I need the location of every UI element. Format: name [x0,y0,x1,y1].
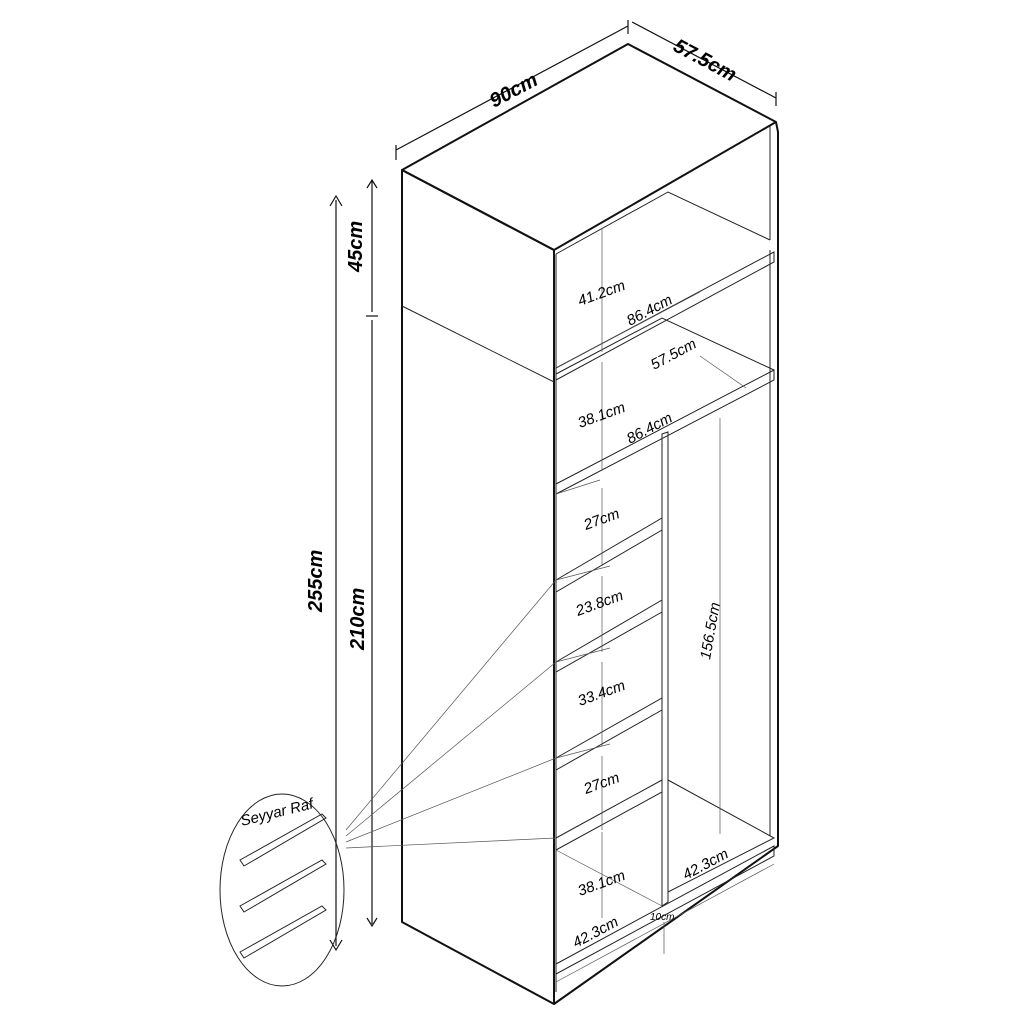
dimension-labels: 90cm 57.5cm 255cm 45cm 210cm 41.2cm 86.4… [305,35,740,952]
top-box-height-label: 45cm [345,221,367,273]
detail-shelf-3 [239,905,327,959]
detail-callout: Seyyar Raf [219,579,557,987]
left-shelves [555,479,663,907]
right-side-edge [553,121,779,1005]
shelf-2 [555,599,663,673]
detail-circle [219,793,345,987]
top-shelf-width-label: 86.4cm [624,291,675,329]
left-side-panel [401,169,555,1005]
right-floor [667,779,776,893]
upper-compartment-height-label: 38.1cm [576,399,628,432]
top-shelf [555,251,775,381]
shelf-depth-label: 57.5cm [648,335,699,373]
wardrobe-outline [401,43,779,1005]
bottom-board [555,845,775,975]
top-compartment-height-label: 41.2cm [576,277,628,310]
shelf-3 [555,697,663,771]
detail-shelf-1 [239,813,327,867]
shelf-1 [555,517,663,593]
body-height-label: 210cm [347,588,369,651]
dimension-lines [329,20,777,954]
bottom-section [555,779,776,983]
shelf-height-label-3: 33.4cm [576,677,628,710]
bottom-left-width-label: 42.3cm [570,913,621,951]
shelf-height-label-2: 23.8cm [573,587,626,620]
bottom-right-width-label: 42.3cm [680,845,731,883]
detail-shelf-2 [239,859,327,913]
plinth-height-label: 10cm [650,912,674,923]
shelf-height-label-4: 27cm [581,769,622,798]
total-height-label: 255cm [305,550,327,613]
bottom-left-height-label: 38.1cm [576,867,628,900]
shelf-4 [555,779,663,851]
top-box-divider [401,305,555,383]
depth-label: 57.5cm [670,35,740,86]
main-shelf-back [555,317,775,375]
vertical-divider [661,431,669,907]
top-compartment-back [555,191,771,255]
width-label: 90cm [486,69,541,112]
detail-title: Seyyar Raf [239,795,317,830]
main-shelf [555,317,775,495]
shelf-height-label-1: 27cm [581,505,622,534]
